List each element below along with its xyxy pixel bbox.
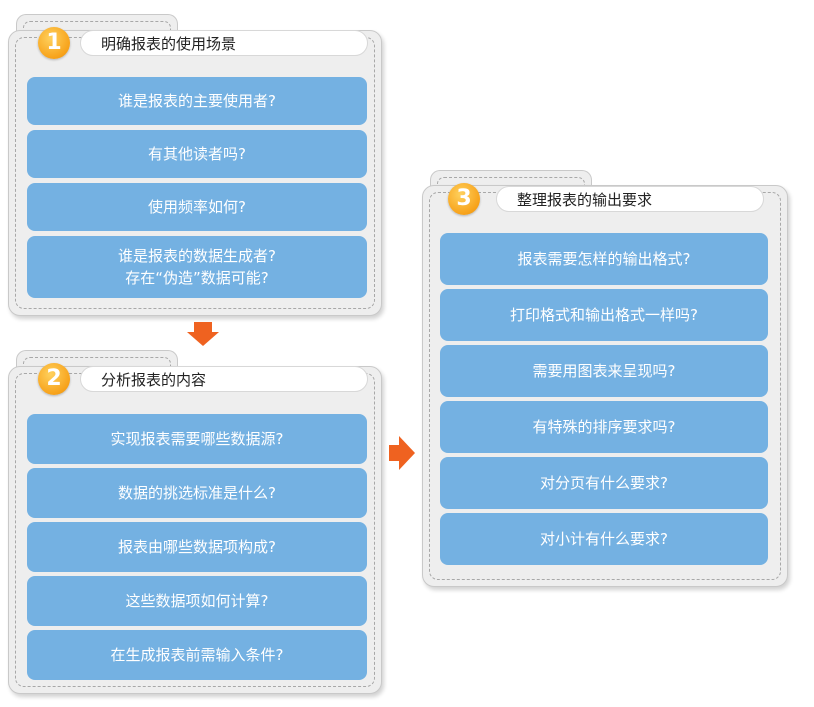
section-3-item-6: 对小计有什么要求? — [440, 513, 768, 565]
section-1-title: 明确报表的使用场景 — [80, 30, 368, 56]
section-3-item-3: 需要用图表来呈现吗? — [440, 345, 768, 397]
section-1-item-4-line-2: 存在“伪造”数据可能? — [125, 269, 269, 287]
section-2-title: 分析报表的内容 — [80, 366, 368, 392]
section-2-item-1: 实现报表需要哪些数据源? — [27, 414, 367, 464]
section-1-number-badge: 1 — [38, 27, 70, 59]
right-arrow-icon — [389, 436, 415, 470]
section-1-item-2: 有其他读者吗? — [27, 130, 367, 178]
section-2-number-badge: 2 — [38, 363, 70, 395]
section-1-item-4-line-1: 谁是报表的数据生成者? — [118, 247, 276, 265]
section-3-number-badge: 3 — [448, 183, 480, 215]
section-3-item-4: 有特殊的排序要求吗? — [440, 401, 768, 453]
section-1-item-1: 谁是报表的主要使用者? — [27, 77, 367, 125]
section-1-item-3: 使用频率如何? — [27, 183, 367, 231]
section-1-item-4: 谁是报表的数据生成者? 存在“伪造”数据可能? — [27, 236, 367, 298]
section-3-item-1: 报表需要怎样的输出格式? — [440, 233, 768, 285]
section-2-item-5: 在生成报表前需输入条件? — [27, 630, 367, 680]
section-3-title: 整理报表的输出要求 — [496, 186, 764, 212]
section-2-item-4: 这些数据项如何计算? — [27, 576, 367, 626]
section-2-item-3: 报表由哪些数据项构成? — [27, 522, 367, 572]
section-2-item-2: 数据的挑选标准是什么? — [27, 468, 367, 518]
section-3-item-5: 对分页有什么要求? — [440, 457, 768, 509]
section-3-item-2: 打印格式和输出格式一样吗? — [440, 289, 768, 341]
